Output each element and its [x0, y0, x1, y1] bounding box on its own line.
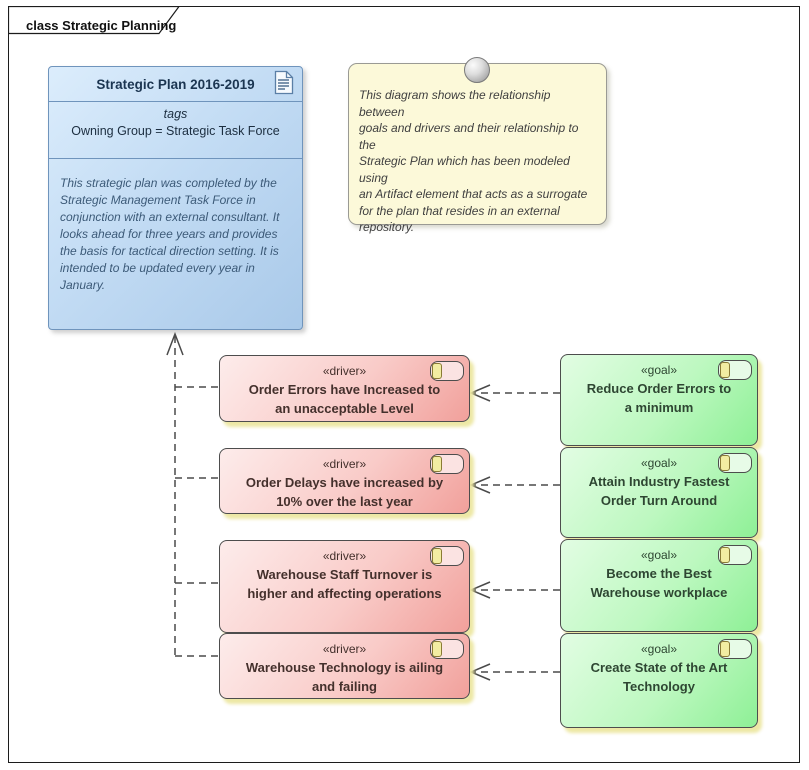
frame-tab-shape — [7, 5, 181, 35]
driver-technology-ailing[interactable]: «driver» Warehouse Technology is ailing … — [219, 633, 470, 699]
goal-name: Reduce Order Errors to a minimum — [586, 381, 732, 415]
goal-icon — [718, 360, 752, 380]
goal-reduce-order-errors[interactable]: «goal» Reduce Order Errors to a minimum — [560, 354, 758, 446]
driver-icon — [430, 639, 464, 659]
dependency-drivers-to-plan[interactable] — [166, 331, 219, 657]
driver-name: Order Errors have Increased to an unacce… — [248, 382, 441, 416]
stereotype-label: «driver» — [322, 549, 367, 563]
stereotype-label: «goal» — [640, 363, 678, 377]
artifact-title: Strategic Plan 2016-2019 — [96, 76, 255, 92]
arrowhead-left — [469, 581, 491, 599]
stereotype-label: «driver» — [322, 642, 367, 656]
note-text: This diagram shows the relationship betw… — [359, 88, 588, 235]
arrowhead-left — [469, 476, 491, 494]
artifact-description: This strategic plan was completed by the… — [60, 176, 280, 293]
stereotype-label: «goal» — [640, 548, 678, 562]
tag-owning-group: Owning Group = Strategic Task Force — [71, 124, 280, 138]
arrowhead-left — [469, 384, 491, 402]
goal-icon — [718, 639, 752, 659]
artifact-header: Strategic Plan 2016-2019 — [49, 67, 302, 102]
driver-name: Warehouse Staff Turnover is higher and a… — [247, 567, 442, 601]
diagram-title: class Strategic Planning — [26, 18, 177, 33]
diagram-frame-tab: class Strategic Planning — [7, 5, 190, 36]
stereotype-label: «goal» — [640, 642, 678, 656]
arrowhead-left — [469, 663, 491, 681]
diagram-frame — [8, 6, 800, 763]
dependency-goal3-driver3[interactable] — [469, 581, 560, 599]
driver-order-delays[interactable]: «driver» Order Delays have increased by … — [219, 448, 470, 514]
goal-name: Attain Industry Fastest Order Turn Aroun… — [588, 474, 730, 508]
driver-staff-turnover[interactable]: «driver» Warehouse Staff Turnover is hig… — [219, 540, 470, 633]
goal-name: Create State of the Art Technology — [590, 660, 728, 694]
driver-icon — [430, 454, 464, 474]
goal-name: Become the Best Warehouse workplace — [590, 566, 728, 600]
goal-icon — [718, 545, 752, 565]
dependency-goal4-driver4[interactable] — [469, 663, 560, 681]
stereotype-label: «driver» — [322, 364, 367, 378]
stereotype-label: «goal» — [640, 456, 678, 470]
goal-state-of-art-technology[interactable]: «goal» Create State of the Art Technolog… — [560, 633, 758, 728]
note-element[interactable]: This diagram shows the relationship betw… — [348, 63, 607, 234]
driver-icon — [430, 361, 464, 381]
driver-order-errors[interactable]: «driver» Order Errors have Increased to … — [219, 355, 470, 422]
artifact-document-icon — [274, 70, 294, 100]
driver-name: Warehouse Technology is ailing and faili… — [245, 660, 444, 694]
driver-icon — [430, 546, 464, 566]
pin-icon — [464, 57, 490, 83]
goal-fastest-turnaround[interactable]: «goal» Attain Industry Fastest Order Tur… — [560, 447, 758, 538]
goal-icon — [718, 453, 752, 473]
goal-best-workplace[interactable]: «goal» Become the Best Warehouse workpla… — [560, 539, 758, 632]
stereotype-label: «driver» — [322, 457, 367, 471]
arrowhead-up — [166, 331, 184, 356]
tags-label: tags — [163, 107, 188, 121]
dependency-goal1-driver1[interactable] — [469, 384, 560, 402]
driver-name: Order Delays have increased by 10% over … — [245, 475, 444, 509]
dependency-goal2-driver2[interactable] — [469, 476, 560, 494]
artifact-tags-compartment: tags Owning Group = Strategic Task Force — [49, 102, 302, 159]
artifact-strategic-plan[interactable]: Strategic Plan 2016-2019 tags Owning Gro… — [48, 66, 303, 330]
